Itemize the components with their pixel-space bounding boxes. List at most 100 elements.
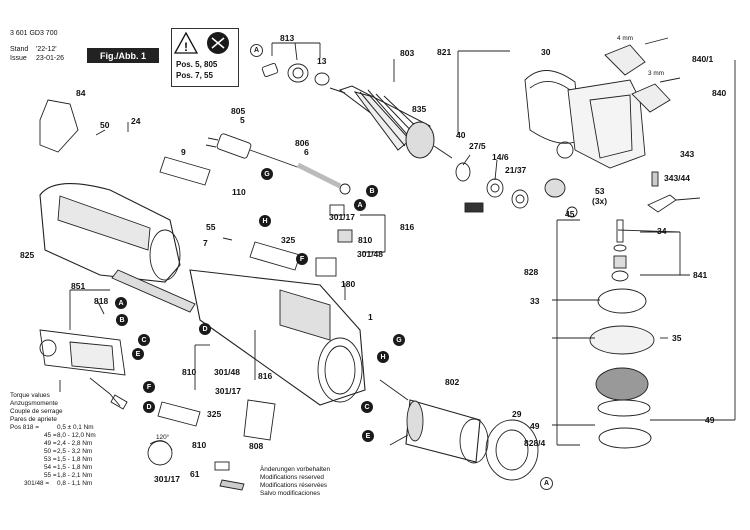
- part-label-816-top: 816: [400, 222, 415, 232]
- part-label-1: 1: [368, 312, 373, 322]
- part-label-14-6: 14/6: [492, 152, 509, 162]
- torque-pos-45: 45 =: [44, 432, 57, 439]
- marker-a-bottom: A: [540, 477, 553, 490]
- marker-a-mid: A: [354, 199, 366, 211]
- marker-d-left: D: [143, 401, 155, 413]
- part-label-34: 34: [657, 226, 667, 236]
- marker-g-right: G: [393, 334, 405, 346]
- torque-pos-53: 53 =: [44, 456, 57, 463]
- part-label-828: 828: [524, 267, 539, 277]
- part-label-180: 180: [341, 279, 356, 289]
- part-label-21-37: 21/37: [505, 165, 527, 175]
- cable-806: [296, 162, 351, 195]
- part-label-343: 343: [680, 149, 695, 159]
- angle-label-120: 120°: [156, 434, 170, 441]
- marker-f-top: F: [296, 253, 308, 265]
- part-label-841: 841: [693, 270, 708, 280]
- part-label-27-5: 27/5: [469, 141, 486, 151]
- marker-g-top: G: [261, 168, 273, 180]
- marker-f-left: F: [143, 381, 155, 393]
- torque-val-45: 8,0 - 12,0 Nm: [57, 432, 96, 439]
- electronics-851: [39, 329, 128, 410]
- torque-val-53: 1,5 - 1,8 Nm: [57, 456, 93, 463]
- torque-pos-49: 49 =: [44, 440, 57, 447]
- torque-title-1: Torque values: [10, 392, 50, 399]
- marker-a-top: A: [250, 44, 263, 57]
- part-label-7: 7: [203, 238, 208, 248]
- switch-816: [315, 204, 386, 277]
- pinion-45: [544, 178, 578, 218]
- part-label-3x: (3x): [592, 196, 608, 206]
- leader-828: [552, 60, 736, 446]
- warning-line-2: Pos. 7, 55: [176, 71, 213, 80]
- warning-icon: !: [173, 31, 229, 54]
- torque-val-301-48: 0,8 - 1,1 Nm: [57, 480, 93, 487]
- issue-value: 23-01-26: [36, 55, 65, 62]
- torque-val-54: 1,5 - 1,8 Nm: [57, 464, 93, 471]
- torque-pos-55: 55 =: [44, 472, 57, 479]
- footer-note-en: Modifications reserved: [260, 474, 324, 481]
- footer-note-es: Salvo modificaciones: [260, 490, 321, 497]
- part-label-825: 825: [20, 250, 35, 260]
- part-label-808: 808: [249, 441, 264, 451]
- torque-pos-54: 54 =: [44, 464, 57, 471]
- part-label-810-mid: 810: [182, 367, 197, 377]
- part-label-325-bottom: 325: [207, 409, 222, 419]
- part-label-35: 35: [672, 333, 682, 343]
- part-label-4mm: 4 mm: [617, 35, 633, 42]
- footer-note-de: Änderungen vorbehalten: [260, 466, 330, 473]
- stand-value: '22-12': [36, 46, 57, 53]
- part-label-55: 55: [206, 222, 216, 232]
- gear-head-30: [524, 70, 646, 169]
- part-label-835: 835: [412, 104, 427, 114]
- part-label-84: 84: [76, 88, 86, 98]
- part-label-851: 851: [71, 281, 86, 291]
- torque-pos-301-48: 301/48 =: [24, 480, 50, 487]
- part-label-343-44: 343/44: [664, 173, 690, 183]
- part-label-840-1: 840/1: [692, 54, 714, 64]
- torque-title-2: Anzugsmomente: [10, 400, 58, 407]
- part-label-810-top: 810: [358, 235, 373, 245]
- footer-note-fr: Modifications réservées: [260, 482, 328, 489]
- part-label-29: 29: [512, 409, 522, 419]
- part-label-806: 806: [295, 138, 310, 148]
- part-label-325-top: 325: [281, 235, 296, 245]
- marker-c-bottom: C: [361, 401, 373, 413]
- torque-pos-50: 50 =: [44, 448, 57, 455]
- part-label-53: 53: [595, 186, 605, 196]
- warning-line-1: Pos. 5, 805: [176, 60, 218, 69]
- fan-29: [485, 419, 539, 481]
- cap-840: [604, 37, 681, 113]
- marker-e-left: E: [132, 348, 144, 360]
- bottom-small-parts: [147, 440, 245, 491]
- torque-val-50: 2,5 - 3,2 Nm: [57, 448, 93, 455]
- handle-84: [39, 99, 79, 153]
- motor-housing-1: [189, 269, 366, 406]
- part-label-40: 40: [456, 130, 466, 140]
- part-label-110: 110: [232, 187, 246, 197]
- part-label-821: 821: [437, 47, 452, 57]
- part-label-818: 818: [94, 296, 109, 306]
- doc-number: 3 601 GD3 700: [10, 30, 58, 37]
- part-label-50: 50: [100, 120, 110, 130]
- bearing-group: [261, 63, 330, 86]
- stator-802: [379, 379, 489, 464]
- part-label-802: 802: [445, 377, 460, 387]
- marker-h-right: H: [377, 351, 389, 363]
- leader-813: [271, 42, 321, 61]
- part-label-45: 45: [565, 209, 575, 219]
- part-label-828-4: 828/4: [524, 438, 546, 448]
- svg-text:!: !: [184, 40, 188, 54]
- leader-821: [457, 50, 510, 135]
- part-label-816-mid: 816: [258, 371, 273, 381]
- part-label-840: 840: [712, 88, 727, 98]
- marker-b-top: B: [366, 185, 378, 197]
- part-label-5: 5: [240, 115, 245, 125]
- torque-val-55: 1,8 - 2,1 Nm: [57, 472, 93, 479]
- part-label-13: 13: [317, 56, 327, 66]
- part-label-810-bottom: 810: [192, 440, 207, 450]
- issue-label: Issue: [10, 55, 27, 62]
- torque-pos-818: Pos 818 =: [10, 424, 39, 431]
